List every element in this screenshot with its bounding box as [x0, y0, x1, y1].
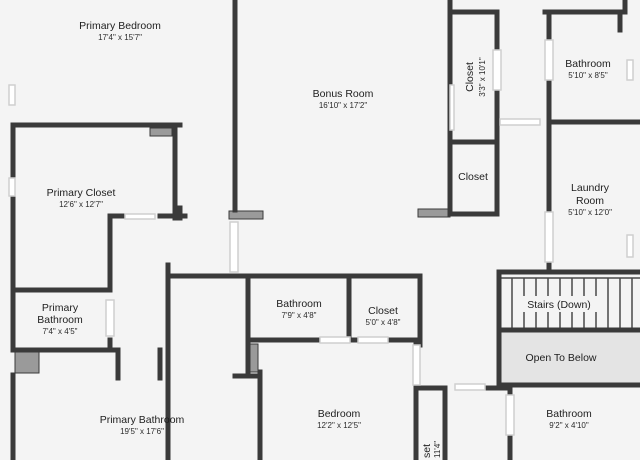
room-laundry-room: Laundry Room 5'10" x 12'0" [568, 182, 612, 217]
room-primary-closet: Primary Closet 12'6" x 12'7" [47, 187, 116, 209]
room-name: Bathroom [276, 298, 322, 310]
room-size: 7'4" x 4'5" [43, 327, 78, 336]
room-name: Bathroom [546, 408, 592, 420]
room-name: Stairs (Down) [527, 299, 591, 311]
room-closet-small: Closet 5'0" x 4'8" [366, 305, 401, 327]
room-closet-bottom: set 11'4" [421, 441, 442, 458]
room-bathroom-top: Bathroom 5'10" x 8'5" [565, 58, 611, 80]
room-open-to-below: Open To Below [525, 352, 596, 364]
room-size: 17'4" x 15'7" [98, 33, 142, 42]
room-size: 16'10" x 17'2" [319, 101, 367, 110]
room-name: Closet [368, 305, 398, 317]
room-size: 12'6" x 12'7" [59, 200, 103, 209]
room-closet-mid: Closet [458, 171, 488, 183]
room-name-line2: Bathroom [37, 314, 83, 326]
room-size: 5'10" x 8'5" [568, 71, 608, 80]
room-size: 11'4" [433, 441, 442, 458]
room-closet-top: Closet 3'3" x 10'1" [464, 57, 487, 97]
door-openings [8, 39, 634, 436]
hatched-columns [14, 127, 451, 374]
room-size: 5'0" x 4'8" [366, 318, 401, 327]
room-size: 19'5" x 17'6" [120, 427, 164, 436]
room-size: 5'10" x 12'0" [568, 208, 612, 217]
room-stairs: Stairs (Down) [520, 296, 598, 312]
room-primary-bathroom-small: Primary Bathroom 7'4" x 4'5" [37, 302, 83, 336]
room-name-line1: Laundry [571, 182, 610, 194]
room-size: 7'9" x 4'8" [282, 311, 317, 320]
room-bedroom: Bedroom 12'2" x 12'5" [317, 408, 361, 430]
room-name-line2: Room [576, 195, 604, 207]
room-primary-bathroom-large: Primary Bathroom 19'5" x 17'6" [100, 414, 185, 436]
room-size: 3'3" x 10'1" [478, 57, 487, 97]
room-name: set [421, 444, 433, 458]
room-name: Bathroom [565, 58, 611, 70]
open-to-below-area [500, 330, 640, 385]
room-size: 12'2" x 12'5" [317, 421, 361, 430]
room-name: Bedroom [318, 408, 361, 420]
room-bathroom-mid: Bathroom 7'9" x 4'8" [276, 298, 322, 320]
room-size: 9'2" x 4'10" [549, 421, 589, 430]
room-name: Closet [458, 171, 488, 183]
room-name: Open To Below [525, 352, 596, 364]
room-bonus-room: Bonus Room 16'10" x 17'2" [313, 88, 374, 110]
room-name: Primary Closet [47, 187, 116, 199]
room-name-line1: Primary [42, 302, 79, 314]
room-name: Primary Bedroom [79, 20, 161, 32]
room-name: Primary Bathroom [100, 414, 185, 426]
room-name: Bonus Room [313, 88, 374, 100]
room-name: Closet [464, 62, 476, 92]
room-primary-bedroom: Primary Bedroom 17'4" x 15'7" [79, 20, 161, 42]
room-bathroom-bottom: Bathroom 9'2" x 4'10" [546, 408, 592, 430]
